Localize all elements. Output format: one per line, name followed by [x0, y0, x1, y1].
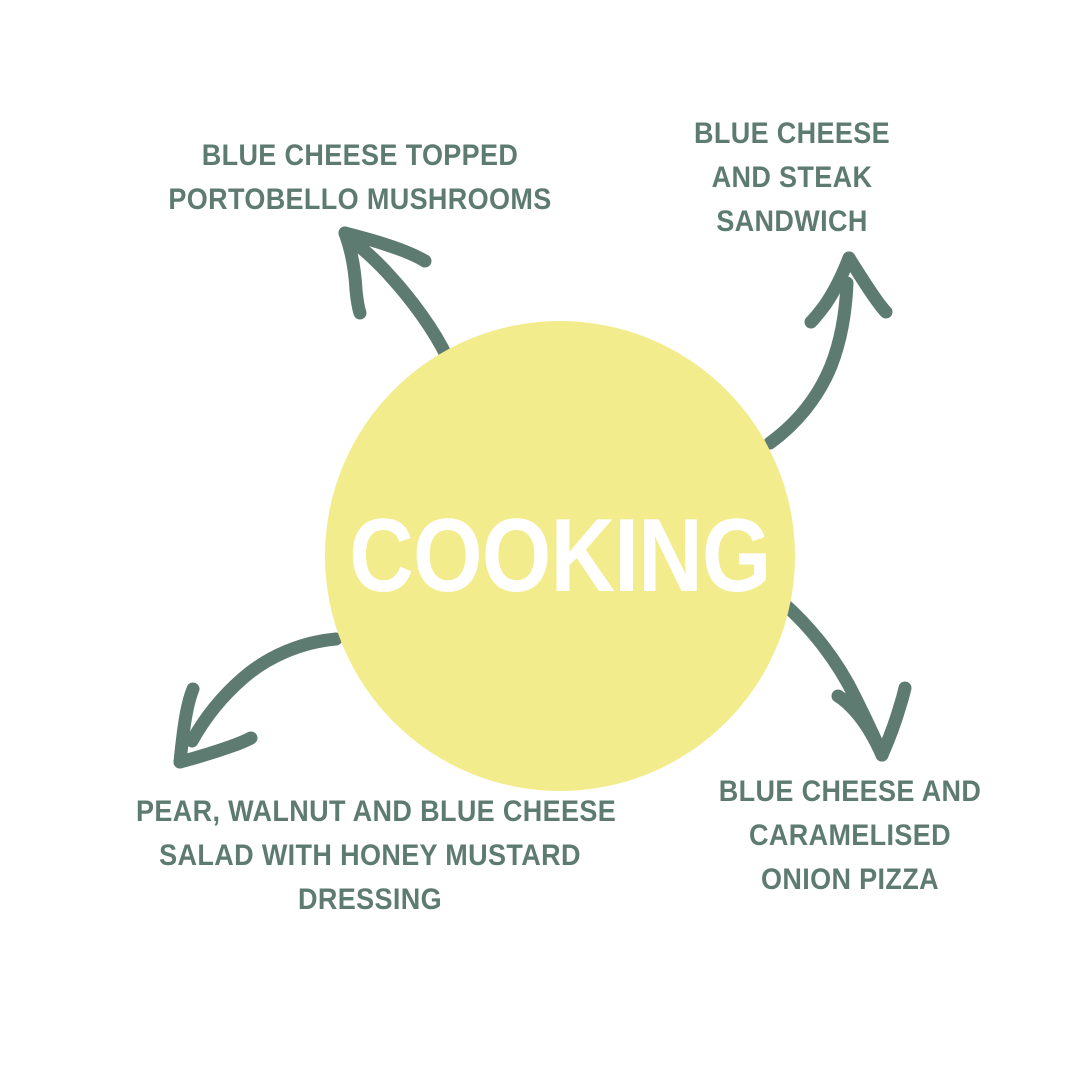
branch-label-line: AND STEAK — [711, 161, 873, 195]
branch-label-line: DRESSING — [298, 883, 442, 917]
branch-label-line: SALAD WITH HONEY MUSTARD — [159, 839, 581, 873]
branch-label-line: ONION PIZZA — [761, 863, 939, 897]
branch-label-line: BLUE CHEESE TOPPED — [201, 139, 519, 172]
branch-label-line: BLUE CHEESE AND — [718, 775, 982, 808]
branch-label-line: SANDWICH — [716, 205, 868, 239]
branch-label-line: CARAMELISED — [749, 819, 951, 853]
branch-label-line: PORTOBELLO MUSHROOMS — [168, 183, 552, 217]
center-title: COOKING — [349, 498, 771, 614]
arrow-to-onion-pizza — [775, 595, 912, 762]
branch-label-line: BLUE CHEESE — [693, 117, 891, 150]
branch-label-portobello-mushrooms: BLUE CHEESE TOPPED PORTOBELLO MUSHROOMS — [144, 134, 576, 222]
branch-label-onion-pizza: BLUE CHEESE AND CARAMELISED ONION PIZZA — [706, 770, 994, 902]
arrow-to-blue-cheese-salad — [173, 632, 343, 769]
center-circle-node: COOKING — [325, 321, 795, 791]
branch-label-blue-cheese-salad: PEAR, WALNUT AND BLUE CHEESE SALAD WITH … — [136, 790, 617, 922]
arrow-to-steak-sandwich — [763, 251, 893, 450]
arrow-to-portobello-mushrooms — [338, 226, 454, 364]
branch-label-steak-sandwich: BLUE CHEESE AND STEAK SANDWICH — [677, 112, 907, 244]
branch-label-line: PEAR, WALNUT AND BLUE CHEESE — [136, 795, 617, 828]
